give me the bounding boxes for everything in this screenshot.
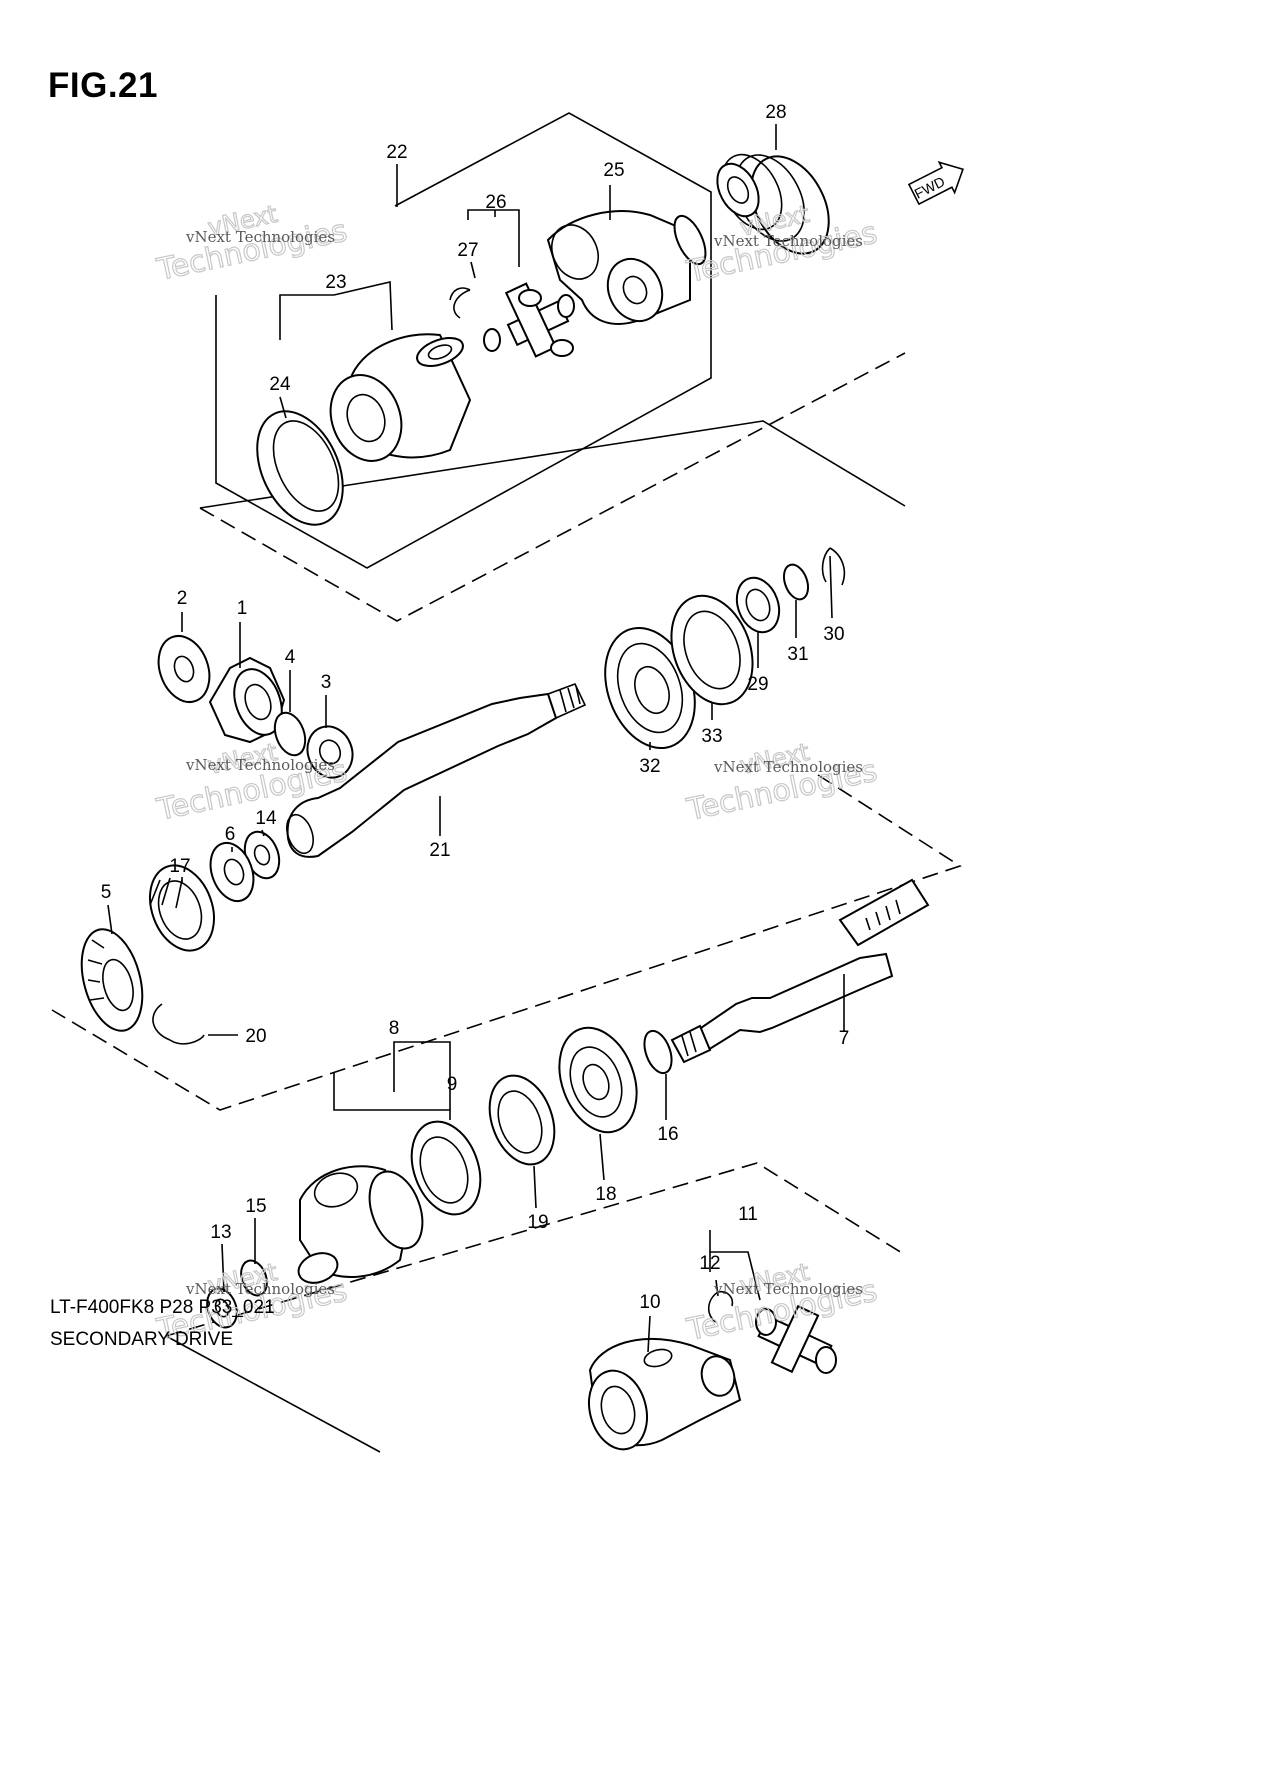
part-16-ring [643,1029,673,1075]
part-19-seal [488,1074,556,1166]
callout-30: 30 [823,624,844,645]
callout-4: 4 [285,647,296,668]
group-box-3 [51,774,962,1111]
part-18-bearing [558,1026,638,1134]
part-7-shaft [670,878,930,1064]
callout-27: 27 [457,240,478,261]
callout-18: 18 [595,1184,616,1205]
part-29-collar [735,576,781,634]
part-1-gear [208,656,286,744]
callout-15: 15 [245,1196,266,1217]
callout-26: 26 [485,192,506,213]
fwd-arrow-icon: FWD [907,161,964,206]
callout-24: 24 [269,374,291,395]
part-6-washer [209,841,255,903]
callout-32: 32 [639,756,660,777]
figure-code: LT-F400FK8 P28 P33_021 [50,1297,275,1318]
svg-text:vNext Technologies: vNext Technologies [713,1280,863,1298]
watermark-top-right: Technologies vNext vNext Technologies [683,199,881,290]
part-9-seal [410,1120,482,1216]
svg-text:vNext Technologies: vNext Technologies [185,228,335,246]
watermark-mid-right: Technologies vNext vNext Technologies [683,737,881,828]
callout-11: 11 [738,1204,758,1225]
callout-12: 12 [699,1253,720,1274]
callout-19: 19 [527,1212,548,1233]
part-11-spider [755,1304,837,1374]
part-4-washer [273,711,307,757]
callout-7: 7 [839,1028,850,1049]
part-17-bearing [149,864,215,952]
group-box-2-upper [199,420,906,509]
callout-25: 25 [603,160,624,181]
group-box-4-left [165,1335,381,1453]
part-31-ring [782,563,810,601]
callout-28: 28 [765,102,786,123]
callout-2: 2 [177,588,188,609]
part-28-boot [716,153,830,255]
part-10-yoke [588,1338,742,1451]
part-26-spider [483,282,575,358]
callout-20: 20 [245,1026,266,1047]
part-5-gear [80,928,144,1032]
callout-14: 14 [255,808,277,829]
part-30-circlip [821,547,846,586]
part-33-seal [670,594,754,706]
group-box-2 [199,352,906,622]
callout-16: 16 [657,1124,678,1145]
assembly-22-box [215,112,712,569]
callout-33: 33 [701,726,722,747]
part-8-yoke [297,1165,424,1284]
callout-1: 1 [237,598,248,619]
callout-21: 21 [429,840,450,861]
callout-numbers: 1 2 3 4 5 6 7 8 9 10 11 12 13 14 15 16 1… [101,102,850,1313]
fwd-label: FWD [912,173,948,202]
svg-text:vNext Technologies: vNext Technologies [185,1280,335,1298]
callout-3: 3 [321,672,332,693]
callout-29: 29 [747,674,768,695]
svg-text:vNext Technologies: vNext Technologies [713,232,863,250]
part-3-nut [306,725,354,779]
callout-13: 13 [210,1222,231,1243]
callout-6: 6 [225,824,236,845]
callout-5: 5 [101,882,112,903]
callout-9: 9 [447,1074,458,1095]
part-27-circlip [449,287,471,319]
callout-17: 17 [169,856,190,877]
watermark-top-left: Technologies vNext vNext Technologies [153,199,351,288]
part-12-circlip [707,1290,734,1323]
part-20-circlip [152,1003,205,1045]
callout-23: 23 [325,272,346,293]
callout-10: 10 [639,1292,660,1313]
part-13-nut [206,1287,238,1329]
part-21-shaft [286,682,587,858]
figure-name: SECONDARY DRIVE [50,1329,234,1350]
part-2-washer [157,635,211,703]
leader-lines [107,124,845,1353]
part-23-yoke [329,333,472,462]
part-25-yoke [546,210,707,325]
part-24-seal [256,410,344,526]
svg-text:vNext Technologies: vNext Technologies [713,758,863,776]
callout-22: 22 [386,142,407,163]
callout-8: 8 [389,1018,400,1039]
callout-31: 31 [787,644,808,665]
svg-text:vNext Technologies: vNext Technologies [185,756,335,774]
part-15-ring [240,1259,268,1297]
group-box-4 [165,1162,903,1337]
figure-title: FIG.21 [48,66,158,105]
